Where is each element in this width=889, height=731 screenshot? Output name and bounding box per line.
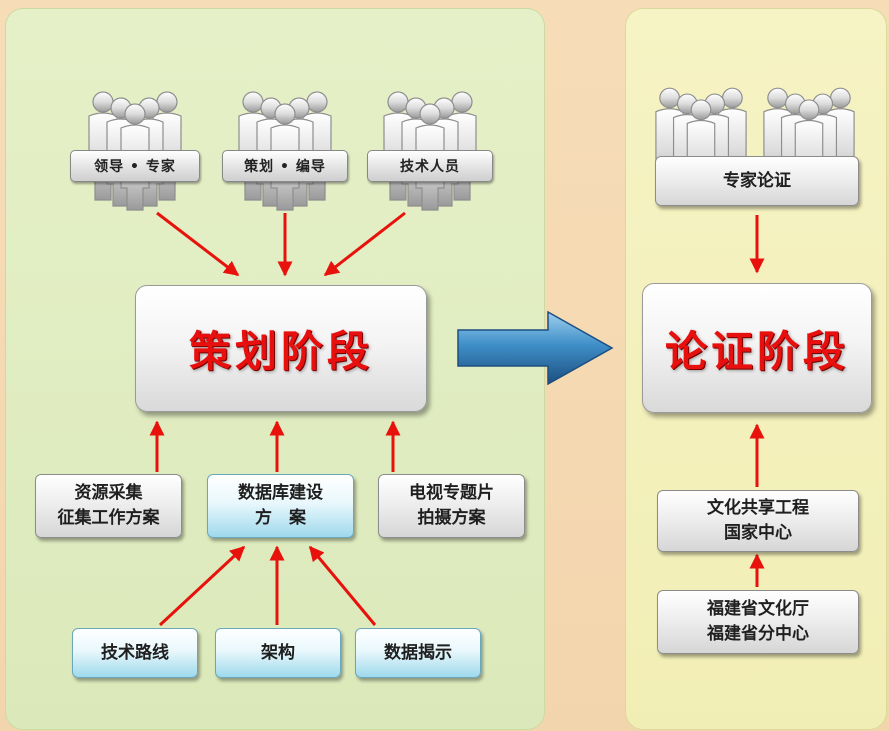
flow-arrow <box>156 211 240 277</box>
fujian-center-box: 福建省文化厅 福建省分中心 <box>657 590 859 654</box>
box-line: 征集工作方案 <box>57 508 160 528</box>
box-line: 福建省文化厅 <box>707 599 809 619</box>
planning-stage-title: 策划阶段 <box>188 327 373 376</box>
box-line: 文化共享工程 <box>707 498 809 518</box>
review-stage-title: 论证阶段 <box>664 326 849 376</box>
box-line: 数据揭示 <box>384 642 452 663</box>
flow-arrow <box>158 545 246 627</box>
box-line: 电视专题片 <box>409 483 494 503</box>
box-line: 拍摄方案 <box>417 508 486 528</box>
big-right-arrow-icon <box>457 310 614 386</box>
group-label-leaders-experts: 领导 • 专家 <box>70 150 200 182</box>
database-plan-box: 数据库建设 方 案 <box>207 474 354 538</box>
flow-arrow <box>323 211 406 277</box>
box-line: 专家论证 <box>723 170 791 191</box>
expert-review-label: 专家论证 <box>655 156 859 206</box>
planning-stage-box: 策划阶段 <box>135 285 427 412</box>
box-line: 数据库建设 <box>238 483 323 503</box>
flow-arrow <box>308 545 377 626</box>
group-label-technicians: 技术人员 <box>367 150 493 182</box>
architecture-box: 架构 <box>215 628 341 678</box>
group-label-planners-directors: 策划 • 编导 <box>222 150 348 182</box>
resource-collection-plan-box: 资源采集 征集工作方案 <box>35 474 182 538</box>
data-reveal-box: 数据揭示 <box>355 628 481 678</box>
tech-route-box: 技术路线 <box>72 628 198 678</box>
box-line: 方 案 <box>255 508 306 528</box>
box-line: 架构 <box>261 642 295 663</box>
box-line: 技术路线 <box>101 642 169 663</box>
box-line: 国家中心 <box>724 523 792 543</box>
tv-documentary-plan-box: 电视专题片 拍摄方案 <box>378 474 525 538</box>
national-center-box: 文化共享工程 国家中心 <box>657 490 859 552</box>
review-stage-box: 论证阶段 <box>642 283 872 413</box>
box-line: 资源采集 <box>74 483 143 503</box>
box-line: 福建省分中心 <box>707 624 809 644</box>
